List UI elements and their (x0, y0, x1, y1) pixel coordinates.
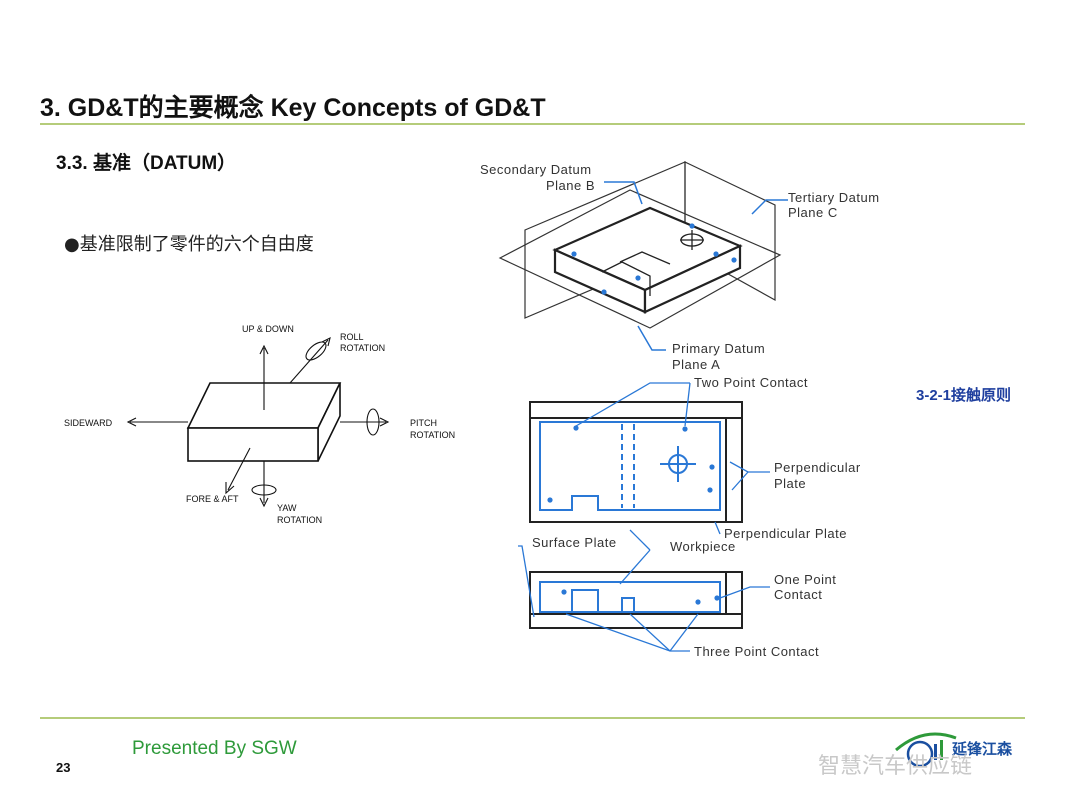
label-roll-rotation: ROTATION (340, 343, 385, 353)
label-secondary-datum: Secondary Datum (480, 162, 592, 177)
label-fore-aft: FORE & AFT (186, 494, 239, 504)
label-contact: Contact (774, 587, 822, 602)
label-plane-a: Plane A (672, 357, 720, 372)
page-number: 23 (56, 760, 71, 775)
label-yaw-rotation: ROTATION (277, 515, 322, 525)
header-divider (40, 123, 1025, 125)
part-right (643, 244, 742, 314)
label-surface-plate: Surface Plate (532, 535, 617, 550)
label-three-point-contact: Three Point Contact (694, 644, 819, 659)
label-plate: Plate (774, 476, 806, 491)
watermark: 智慧汽车供应链 (818, 754, 973, 779)
section-title: 3.3. 基准（DATUM） (56, 153, 237, 174)
label-yaw: YAW (277, 503, 297, 513)
company-logo (895, 732, 957, 768)
bullet-text: ●基准限制了零件的六个自由度 (64, 234, 314, 255)
label-roll: ROLL (340, 332, 364, 342)
label-workpiece: Workpiece (670, 539, 736, 554)
label-up-down: UP & DOWN (242, 324, 294, 334)
presented-by: Presented By SGW (132, 738, 297, 759)
label-pitch-rotation: ROTATION (410, 430, 455, 440)
workpiece-top (539, 421, 721, 511)
logo-text: 延锋江森 (952, 741, 1013, 758)
label-plane-c: Plane C (788, 205, 838, 220)
page-title: 3. GD&T的主要概念 Key Concepts of GD&T (40, 94, 546, 122)
label-one-point: One Point (774, 572, 836, 587)
label-perpendicular-plate: Perpendicular Plate (724, 526, 847, 541)
contact-diagram: Two Point Contact Perpendicular Plate Pe… (518, 375, 861, 659)
label-perpendicular: Perpendicular (774, 460, 861, 475)
workpiece-side (539, 581, 721, 613)
label-pitch: PITCH (410, 418, 437, 428)
footer-divider (40, 717, 1025, 719)
datum-planes-diagram: Secondary Datum Plane B Tertiary Datum P… (480, 161, 880, 372)
label-primary-datum: Primary Datum (672, 341, 765, 356)
principle-label: 3-2-1接触原则 (916, 387, 1012, 404)
label-tertiary-datum: Tertiary Datum (788, 190, 880, 205)
dof-diagram: UP & DOWN ROLL ROTATION SIDEWARD PITCH R… (64, 324, 455, 525)
label-two-point-contact: Two Point Contact (694, 375, 808, 390)
block-front (187, 427, 319, 462)
label-sideward: SIDEWARD (64, 418, 113, 428)
label-plane-b: Plane B (546, 178, 595, 193)
